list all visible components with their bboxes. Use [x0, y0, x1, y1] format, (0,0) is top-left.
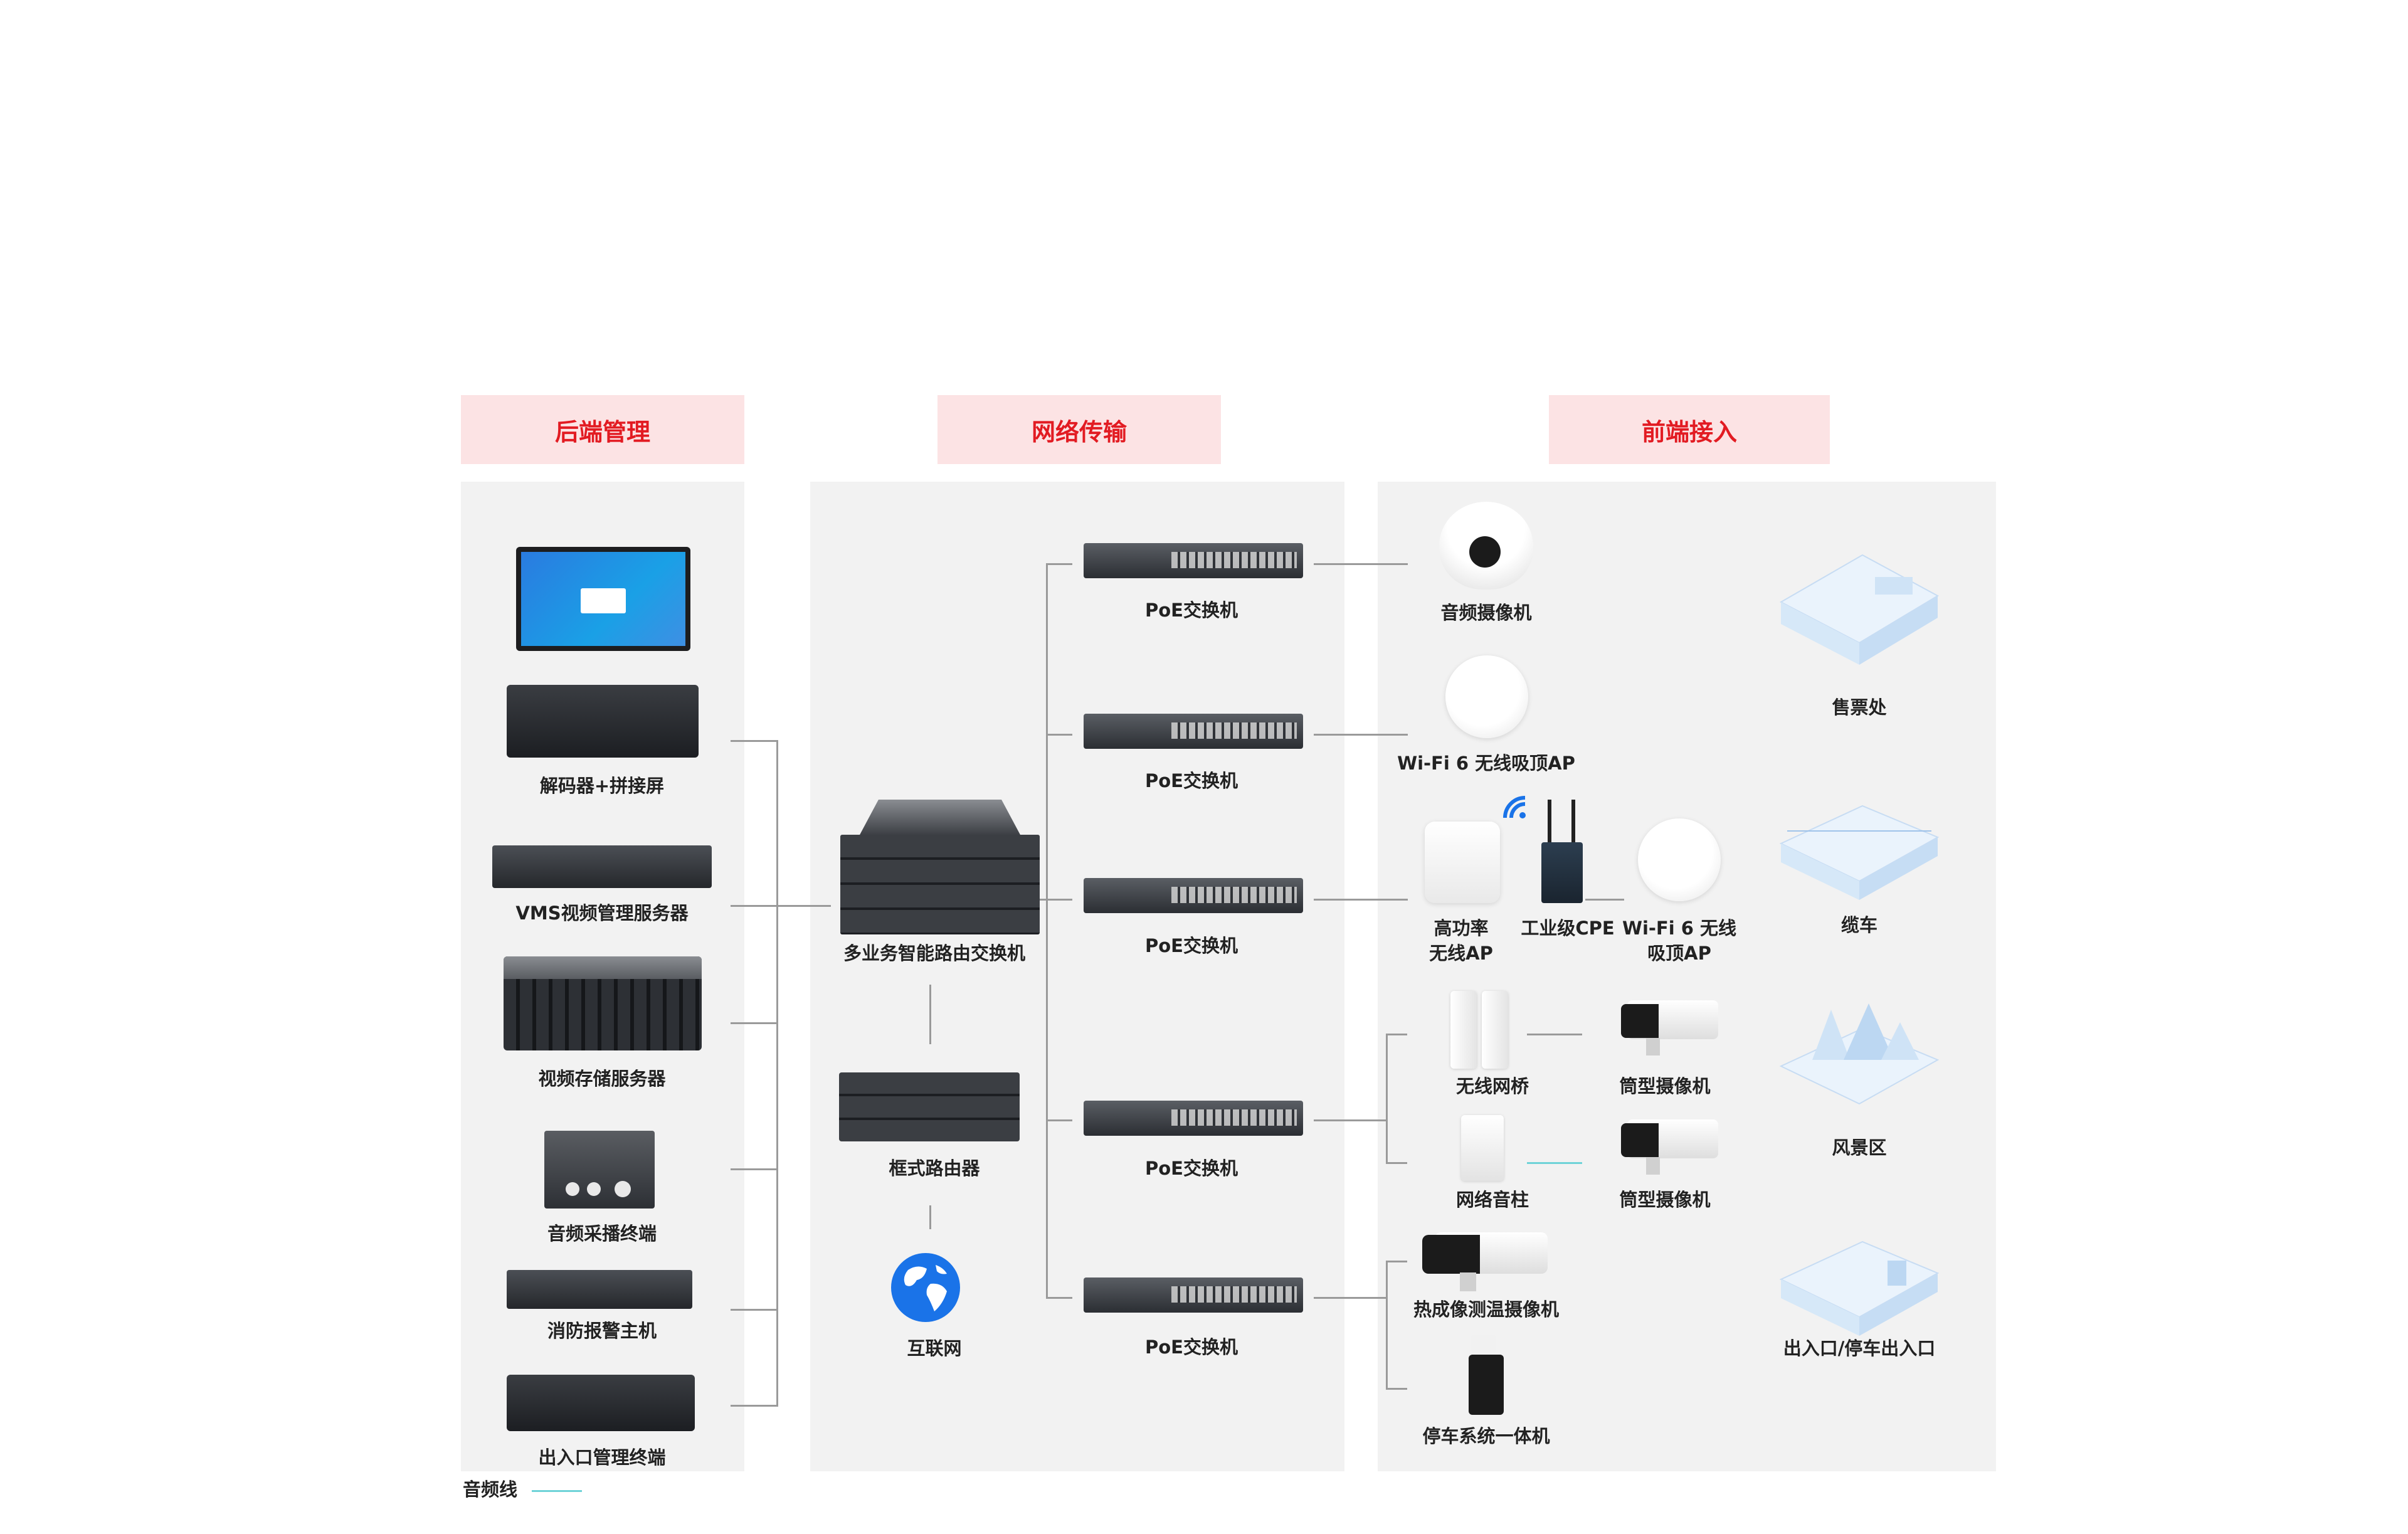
link-line — [1314, 899, 1408, 901]
bus-line — [731, 1405, 778, 1407]
dome-camera-device — [1439, 502, 1533, 590]
globe-icon — [891, 1253, 960, 1322]
header-network: 网络传输 — [937, 395, 1221, 464]
poe-switch-device — [1084, 878, 1303, 913]
cpe-label: 工业级CPE — [1521, 918, 1615, 939]
link-line — [1314, 1297, 1388, 1299]
link-line — [1386, 1034, 1388, 1164]
thermal-camera-device — [1422, 1232, 1548, 1292]
core-switch-device — [840, 800, 1040, 934]
poe-switch-label: PoE交换机 — [1145, 1158, 1238, 1179]
audio-camera-label: 音频摄像机 — [1440, 602, 1532, 623]
link-line — [1314, 734, 1408, 736]
cpe-device — [1541, 800, 1583, 903]
link-line — [929, 985, 931, 1044]
router-label: 框式路由器 — [889, 1158, 980, 1179]
poe-switch-device — [1084, 1277, 1303, 1313]
link-line — [1386, 1034, 1407, 1035]
storage-server-device — [504, 956, 702, 1050]
scenic-area-scene — [1779, 1003, 1940, 1105]
header-backend: 后端管理 — [461, 395, 744, 464]
audio-line — [1527, 1162, 1582, 1164]
internet-label: 互联网 — [907, 1338, 962, 1359]
parking-label: 停车系统一体机 — [1422, 1426, 1550, 1447]
link-line — [1046, 1297, 1072, 1299]
bus-line — [731, 1168, 778, 1170]
core-switch-label: 多业务智能路由交换机 — [843, 943, 1025, 964]
link-line — [1046, 899, 1072, 901]
link-line — [1314, 563, 1408, 565]
scene-label: 出入口/停车出入口 — [1783, 1338, 1936, 1359]
entrance-scene — [1779, 1240, 1940, 1336]
poe-switch-device — [1084, 714, 1303, 749]
bus-line — [731, 1022, 778, 1024]
wifi6-ap2-label-1: Wi-Fi 6 无线 — [1622, 918, 1737, 939]
cable-car-scene — [1779, 805, 1940, 900]
legend-label: 音频线 — [463, 1479, 518, 1500]
thermal-camera-label: 热成像测温摄像机 — [1413, 1299, 1559, 1320]
link-line — [1386, 1162, 1407, 1164]
link-line — [1527, 1034, 1582, 1035]
outdoor-ap-device — [1425, 822, 1500, 903]
parking-terminal-device — [1469, 1335, 1504, 1415]
vms-server-device — [492, 845, 712, 888]
speaker-device — [1461, 1115, 1504, 1181]
poe-switch-label: PoE交换机 — [1145, 1336, 1238, 1358]
bullet-camera2-label: 筒型摄像机 — [1619, 1189, 1711, 1210]
header-frontend: 前端接入 — [1549, 395, 1830, 464]
monitor-device — [516, 547, 690, 651]
decoder-device — [507, 685, 699, 758]
poe-switch-label: PoE交换机 — [1145, 935, 1238, 956]
link-line — [1314, 1119, 1388, 1121]
bus-line — [731, 1309, 778, 1311]
bridge-device — [1450, 991, 1477, 1069]
speaker-label: 网络音柱 — [1455, 1189, 1529, 1210]
bridge-label: 无线网桥 — [1455, 1076, 1529, 1097]
poe-switch-device — [1084, 1101, 1303, 1136]
fire-alarm-device — [507, 1270, 692, 1309]
fire-alarm-label: 消防报警主机 — [547, 1320, 657, 1341]
link-line — [929, 1205, 931, 1229]
poe-switch-label: PoE交换机 — [1145, 770, 1238, 791]
high-power-ap-label-2: 无线AP — [1429, 943, 1493, 964]
router-device — [839, 1072, 1020, 1141]
ceiling-ap-device — [1638, 818, 1721, 901]
storage-server-label: 视频存储服务器 — [538, 1068, 666, 1089]
bullet-camera-device — [1621, 1000, 1718, 1055]
high-power-ap-label-1: 高功率 — [1434, 918, 1489, 939]
scene-label: 售票处 — [1832, 697, 1887, 718]
audio-terminal-device — [544, 1131, 655, 1209]
link-line — [1046, 563, 1072, 565]
link-line — [1046, 734, 1072, 736]
vms-server-label: VMS视频管理服务器 — [515, 902, 689, 924]
legend-audio-line — [532, 1490, 582, 1492]
bullet-camera1-label: 筒型摄像机 — [1619, 1076, 1711, 1097]
link-line — [1046, 563, 1048, 1297]
wifi6-ap2-label-2: 吸顶AP — [1647, 943, 1711, 964]
ticket-office-scene — [1779, 554, 1940, 665]
link-line — [1585, 899, 1624, 901]
decoder-label: 解码器+拼接屏 — [539, 775, 665, 796]
scene-label: 缆车 — [1840, 914, 1877, 936]
link-line — [1046, 1119, 1072, 1121]
poe-switch-label: PoE交换机 — [1145, 600, 1238, 621]
wifi-signal-icon — [1503, 796, 1526, 818]
audio-terminal-label: 音频采播终端 — [547, 1223, 657, 1244]
bullet-camera-device — [1621, 1119, 1718, 1175]
bus-line — [731, 905, 831, 907]
ceiling-ap-device — [1445, 655, 1528, 738]
bus-line — [776, 740, 778, 1407]
bridge-device — [1482, 991, 1508, 1069]
bus-line — [731, 740, 778, 742]
access-terminal-device — [507, 1375, 695, 1431]
poe-switch-device — [1084, 543, 1303, 578]
link-line — [1386, 1261, 1388, 1389]
link-line — [1386, 1388, 1407, 1390]
scene-label: 风景区 — [1832, 1137, 1887, 1158]
link-line — [1386, 1261, 1407, 1262]
wifi6-ap-label: Wi-Fi 6 无线吸顶AP — [1397, 753, 1575, 774]
access-terminal-label: 出入口管理终端 — [538, 1447, 666, 1468]
